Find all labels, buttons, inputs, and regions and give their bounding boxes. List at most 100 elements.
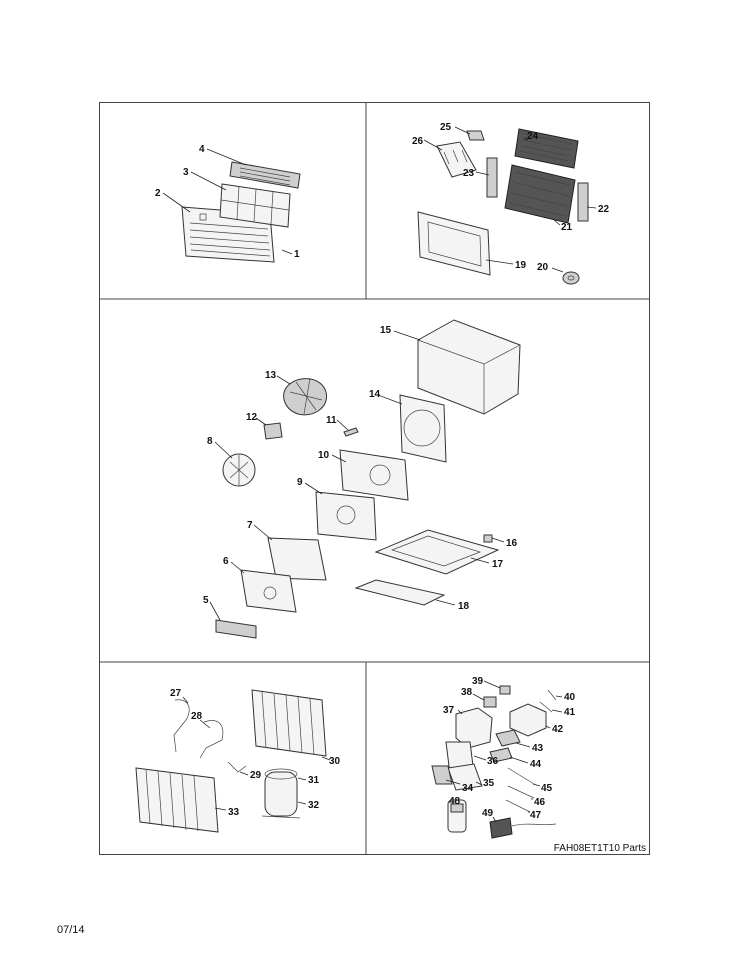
part-label-10: 10 [318,450,330,461]
part-label-17: 17 [492,559,504,570]
part-label-33: 33 [228,807,240,818]
wrapper-cabinet-shape [417,319,521,415]
part-label-11: 11 [326,415,337,426]
wire-47-shape [505,799,531,813]
wire-46-shape [507,785,535,799]
box-42-shape [509,703,547,737]
outer-grille-shape [514,128,579,169]
part-label-14: 14 [369,389,381,400]
drain-pan-shape [354,579,446,606]
clip-shape [466,130,485,141]
part-label-16: 16 [506,538,518,549]
part-label-35: 35 [483,778,495,789]
part-label-8: 8 [207,436,213,447]
evap-housing-shape [267,537,327,581]
mesh-screen-shape [504,164,576,224]
part-label-31: 31 [308,775,320,786]
part-34-shape [431,765,453,785]
panel-35-shape [447,763,483,791]
bracket-shape [436,141,477,178]
tube-27-shape [173,699,190,753]
tube-28-shape [199,720,224,759]
part-label-13: 13 [265,370,277,381]
partition-shape [339,449,409,501]
part-label-24: 24 [527,131,539,142]
clip-16-shape [483,534,493,543]
control-bracket-shape [215,619,257,639]
part-label-22: 22 [598,204,610,215]
part-label-30: 30 [329,756,341,767]
fan-blade-shape [283,378,328,416]
part-label-7: 7 [247,520,253,531]
box-37-shape [455,707,493,749]
part-label-9: 9 [297,477,303,488]
part-label-34: 34 [462,783,474,794]
capillary-shape [227,761,247,773]
part-label-15: 15 [380,325,392,336]
part-label-4: 4 [199,144,205,155]
wire-45-shape [507,767,535,785]
power-cord-shape [489,817,513,839]
part-label-26: 26 [412,136,424,147]
compressor-shape [264,771,298,817]
part-label-1: 1 [294,249,300,260]
part-label-25: 25 [440,122,452,133]
rear-panel-assembly [417,128,589,285]
part-label-42: 42 [552,724,564,735]
part-label-12: 12 [246,412,258,423]
louver-shape [229,161,301,189]
sleeve-frame-shape [417,211,491,276]
motor-shape [263,422,283,440]
part-label-37: 37 [443,705,455,716]
part-label-32: 32 [308,800,320,811]
grommet-shape [562,271,580,285]
evaporator-shape [135,767,219,833]
part-41-shape [539,701,553,713]
side-strip-left-shape [486,157,498,198]
diagram-frame [99,102,650,855]
part-label-40: 40 [564,692,576,703]
part-label-47: 47 [530,810,542,821]
part-label-36: 36 [487,756,499,767]
part-label-29: 29 [250,770,262,781]
part-label-2: 2 [155,188,161,199]
part-label-23: 23 [463,168,475,179]
part-label-3: 3 [183,167,189,178]
part-label-41: 41 [564,707,576,718]
part-label-44: 44 [530,759,542,770]
base-pan-shape [374,529,500,575]
part-label-6: 6 [223,556,229,567]
front-grille-assembly [181,161,301,263]
electrical-assembly [431,685,557,839]
part-label-28: 28 [191,711,203,722]
part-label-48: 48 [449,796,461,807]
part-label-5: 5 [203,595,209,606]
part-40-shape [547,689,557,701]
part-43-shape [495,729,521,747]
front-bracket-shape [240,569,297,613]
scroll-housing-shape [315,491,377,541]
condenser-shape [251,689,327,757]
part-39-shape [499,685,511,695]
side-strip-right-shape [577,182,589,222]
part-labels: 1 2 3 4 5 6 7 8 9 10 11 12 13 14 15 16 1… [155,122,610,821]
part-label-21: 21 [561,222,573,233]
refrigeration-assembly [135,689,327,833]
part-label-27: 27 [170,688,182,699]
part-38-shape [483,696,497,708]
part-label-43: 43 [532,743,544,754]
diagram-caption: FAH08ET1T10 Parts [553,843,646,854]
part-label-46: 46 [534,797,546,808]
footer-date: 07/14 [57,924,85,936]
part-label-38: 38 [461,687,473,698]
shroud-shape [399,394,447,463]
chassis-assembly [215,319,521,639]
part-label-49: 49 [482,808,494,819]
part-label-20: 20 [537,262,549,273]
part-label-18: 18 [458,601,470,612]
part-label-39: 39 [472,676,484,687]
part-label-45: 45 [541,783,553,794]
bracket-small-shape [343,427,359,437]
part-label-19: 19 [515,260,527,271]
